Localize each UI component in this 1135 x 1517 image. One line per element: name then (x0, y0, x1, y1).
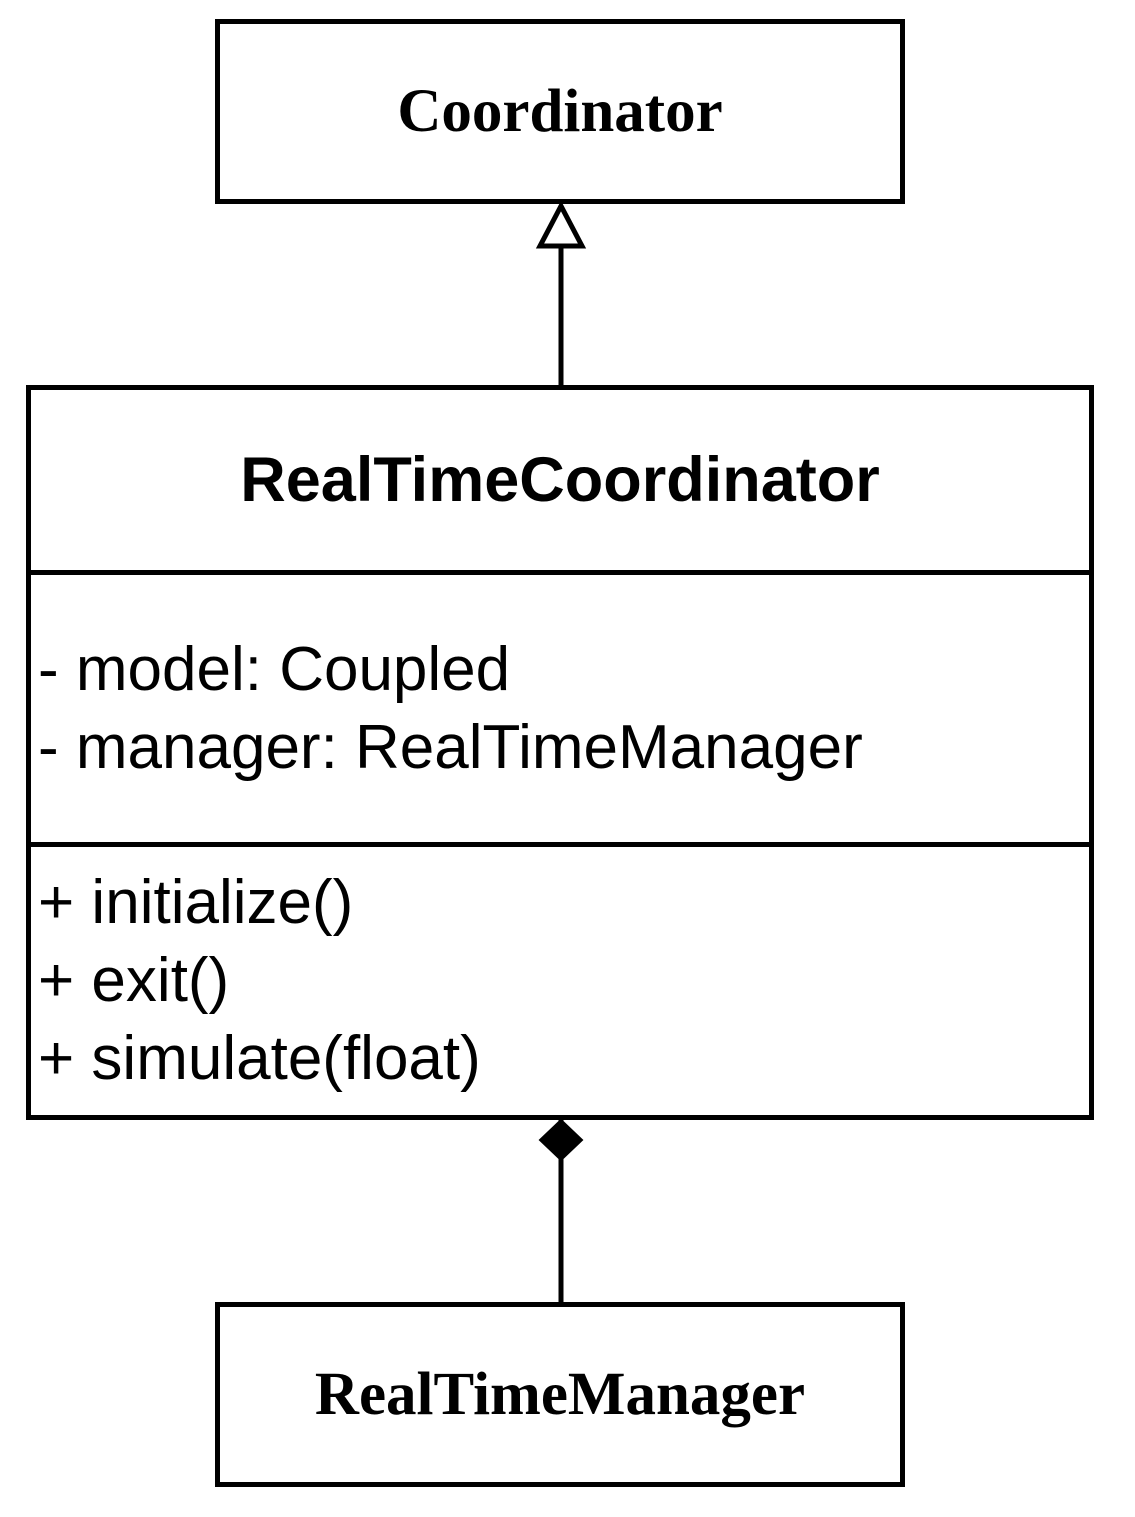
attributes-compartment: - model: Coupled - manager: RealTimeMana… (31, 575, 1089, 847)
method-item: + exit() (38, 946, 230, 1015)
class-name-realtimemanager: RealTimeManager (314, 1360, 806, 1428)
attribute-item: - manager: RealTimeManager (38, 712, 863, 782)
method-item: + initialize() (38, 868, 354, 937)
attribute-item: - model: Coupled (38, 634, 511, 704)
composition-diamond-icon (538, 1118, 584, 1162)
methods-compartment: + initialize() + exit() + simulate(float… (31, 847, 1089, 1115)
class-name-realtimecoordinator: RealTimeCoordinator (240, 445, 880, 515)
title-compartment: RealTimeCoordinator (31, 390, 1089, 575)
method-item: + simulate(float) (38, 1024, 481, 1093)
class-box-realtimemanager: RealTimeManager (215, 1302, 905, 1487)
class-box-coordinator: Coordinator (215, 19, 905, 204)
inheritance-arrow-icon (535, 200, 587, 249)
class-box-realtimecoordinator: RealTimeCoordinator - model: Coupled - m… (26, 385, 1094, 1120)
class-name-coordinator: Coordinator (397, 77, 723, 145)
